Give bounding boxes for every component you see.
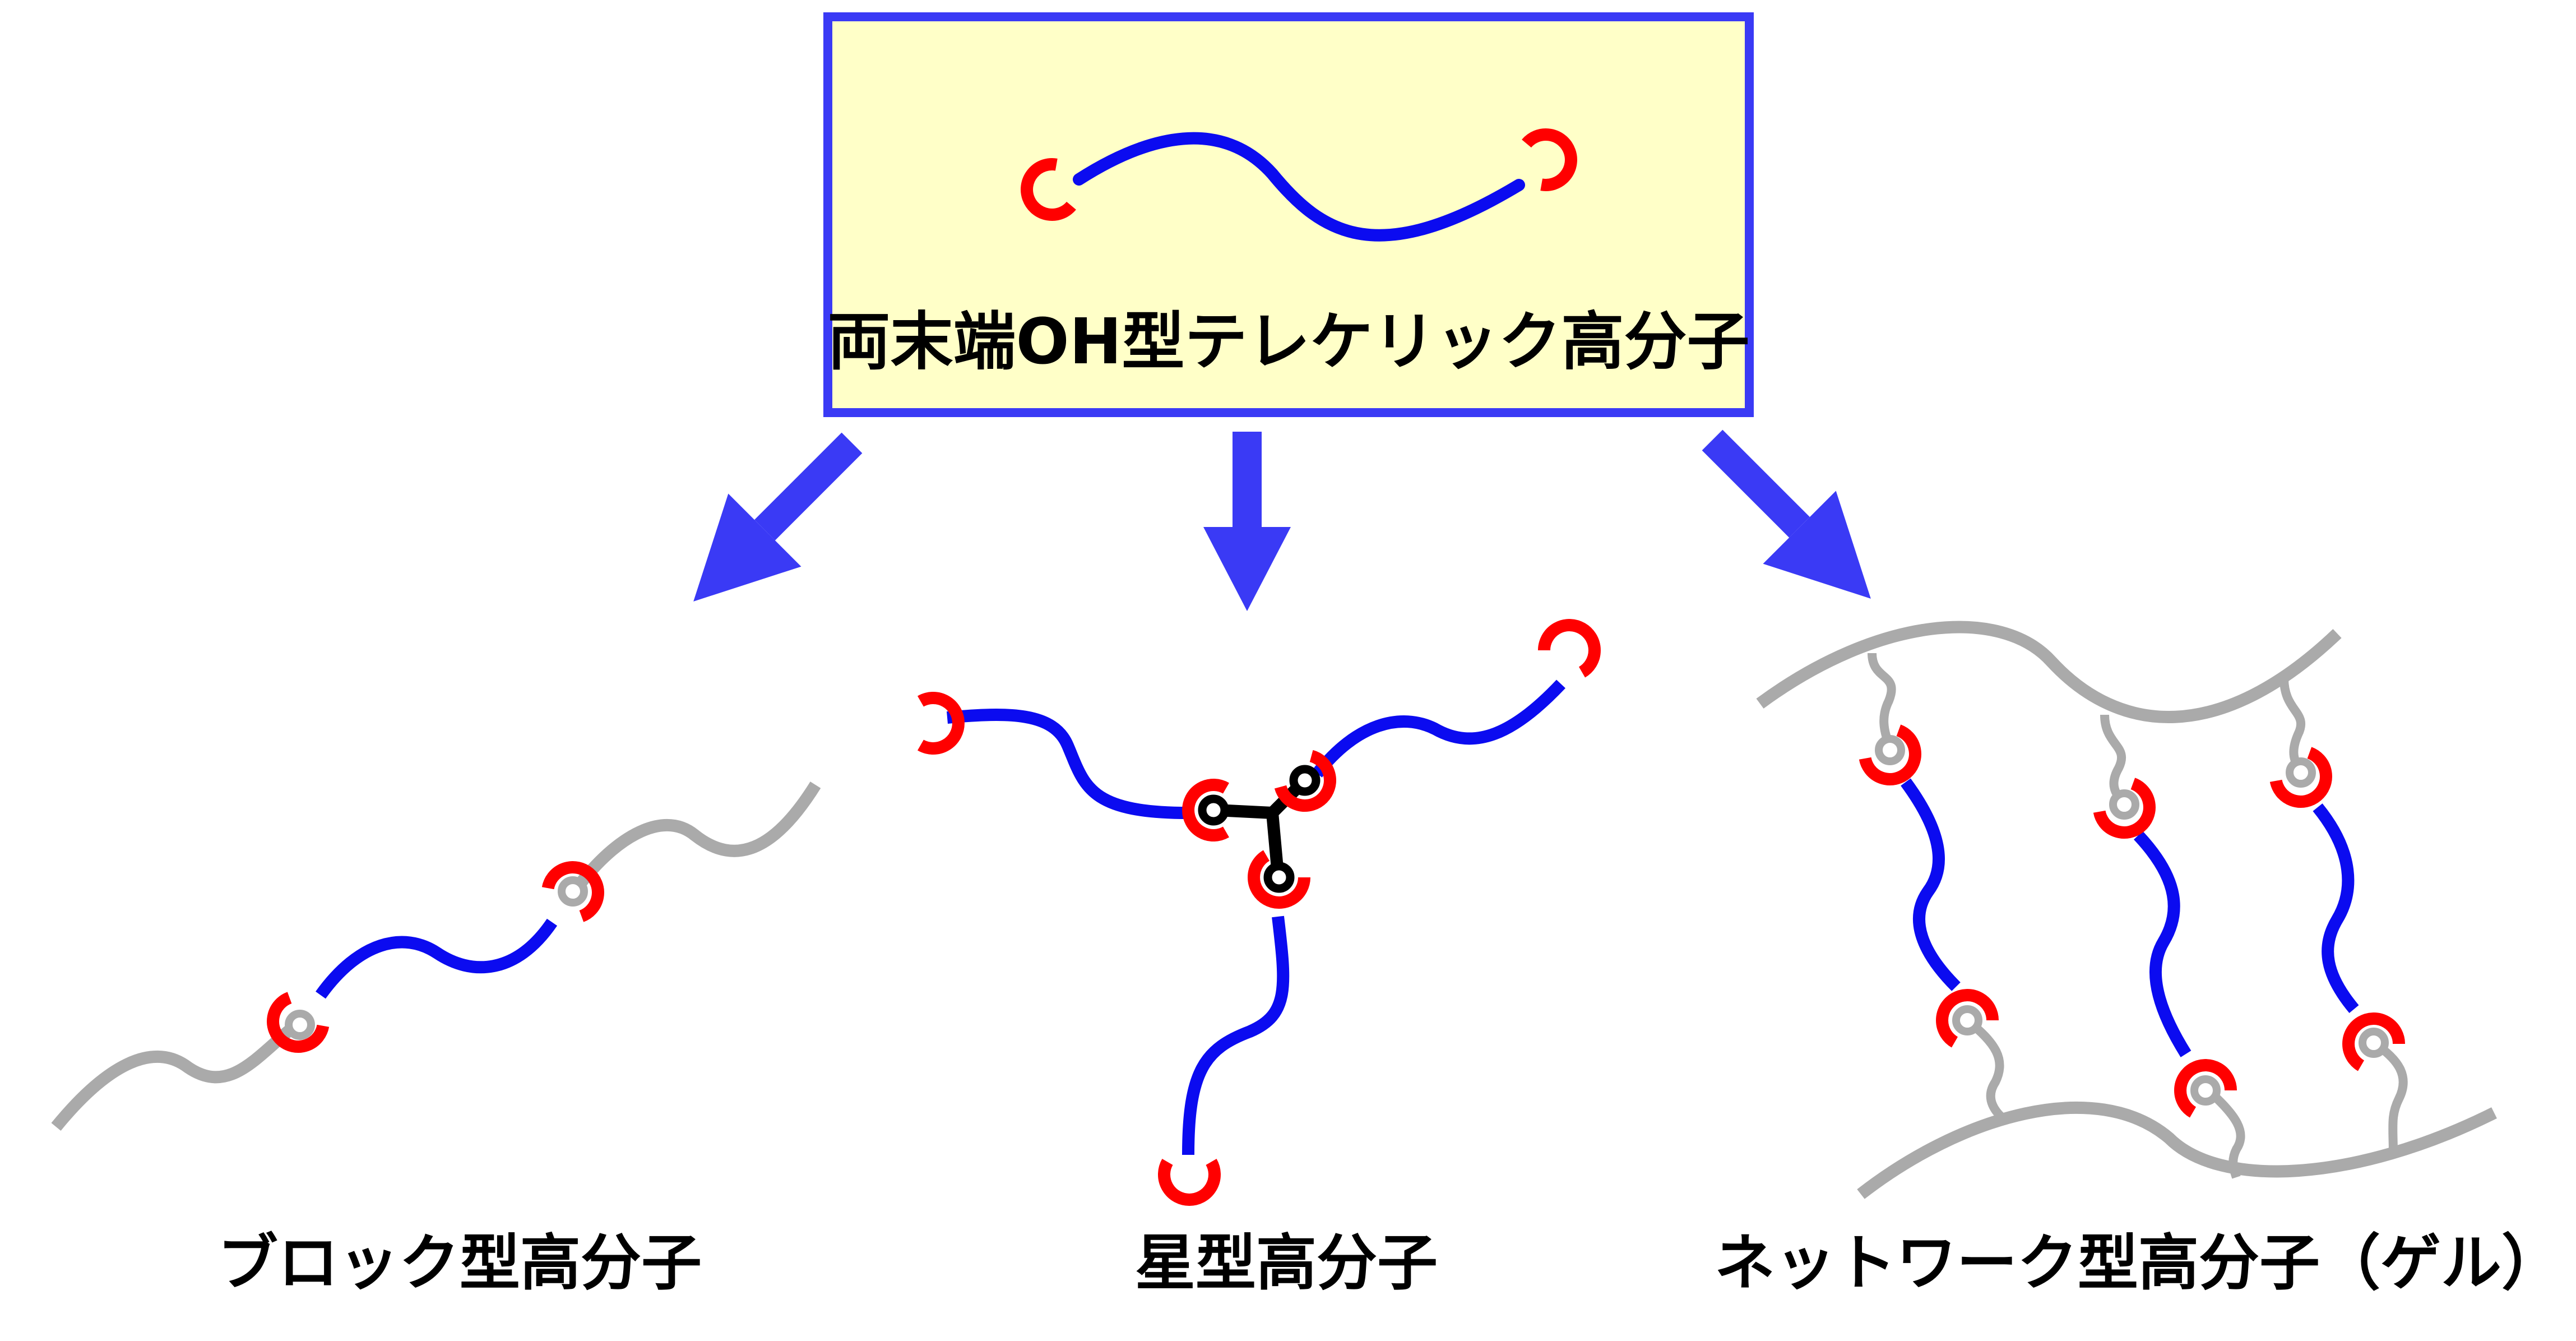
block-gray-chain-left <box>51 1018 302 1131</box>
network-strand-2-ring-top <box>2113 793 2135 816</box>
star-core <box>1188 753 1341 912</box>
block-blue-chain <box>316 918 558 999</box>
network-strand-1-ring-bottom <box>1956 1009 1979 1032</box>
network-strand-2-blue <box>2133 831 2192 1057</box>
network-strand-1-ring-top <box>1879 739 1901 761</box>
network-strand-3-ring-top <box>2290 761 2312 784</box>
arrow-center <box>1203 432 1291 611</box>
network-strand-2-gray-bottom <box>2205 1087 2245 1179</box>
network-strand-3-blue <box>2313 803 2359 1014</box>
block-polymer <box>51 782 821 1131</box>
arrows <box>693 429 1871 611</box>
arrow-left <box>693 432 863 602</box>
star-core-ring-1 <box>1202 799 1225 821</box>
star-arm-1 <box>947 709 1189 819</box>
star-core-ring-2 <box>1294 769 1316 792</box>
network-polymer <box>1756 621 2497 1199</box>
network-strand-3-ring-bottom <box>2362 1032 2385 1054</box>
network-gray-backbone-bottom <box>1857 1101 2497 1199</box>
top-box-label: 両末端OH型テレケリック高分子 <box>828 306 1750 378</box>
block-junction-ring-1 <box>289 1014 311 1036</box>
star-polymer-label: 星型高分子 <box>1135 1228 1438 1298</box>
block-gray-chain-right <box>569 782 821 895</box>
network-strand-2-ring-bottom <box>2194 1079 2217 1102</box>
network-gray-backbone-top <box>1756 621 2342 723</box>
block-junction-ring-2 <box>562 880 584 903</box>
block-polymer-label: ブロック型高分子 <box>217 1228 702 1298</box>
star-arm-2 <box>1312 679 1565 778</box>
telechelic-molecule <box>1020 127 1578 242</box>
star-core-ring-3 <box>1268 866 1290 889</box>
star-arm-3-end-cap <box>1164 1162 1215 1200</box>
telechelic-chain <box>1073 132 1525 242</box>
star-arm-1-end-cap <box>921 698 958 748</box>
top-box-frame <box>823 12 1754 417</box>
network-polymer-label: ネットワーク型高分子（ゲル） <box>1715 1228 2562 1298</box>
arrow-right <box>1702 429 1871 599</box>
network-strand-3-gray-top <box>2280 678 2306 774</box>
network-strand-1-blue <box>1901 778 1961 991</box>
network-strand-1-gray-bottom <box>1965 1016 2009 1125</box>
star-arm-3 <box>1182 915 1290 1155</box>
star-arm-2-end-cap <box>1541 616 1604 674</box>
star-polymer <box>921 616 1604 1200</box>
network-strand-3-gray-bottom <box>2371 1039 2408 1155</box>
top-box: 両末端OH型テレケリック高分子 <box>823 12 1754 417</box>
